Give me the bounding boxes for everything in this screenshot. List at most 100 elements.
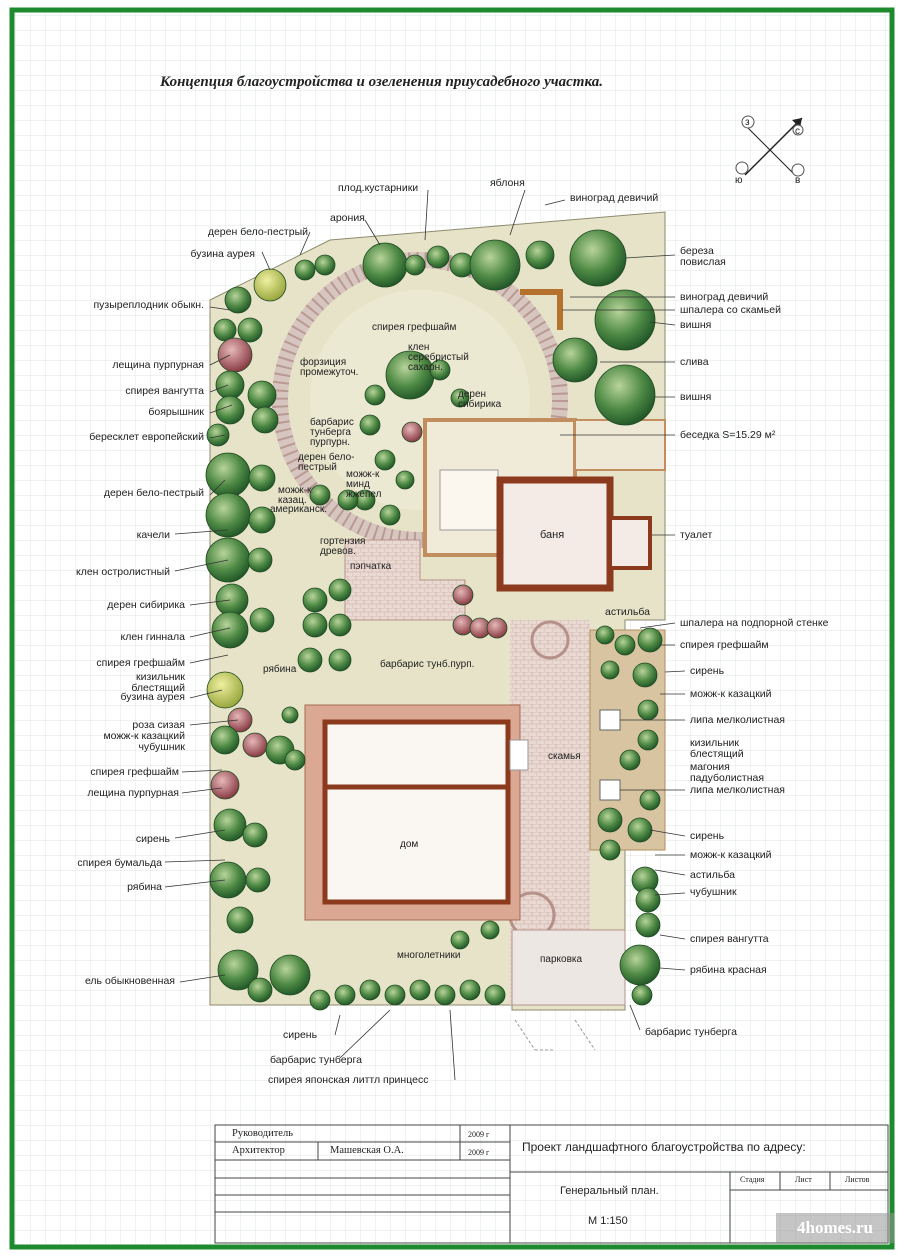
- label-left-3: пузыреплодник обыкн.: [93, 299, 204, 311]
- leader-line: [509, 189, 526, 236]
- leader-line: [189, 599, 231, 606]
- tree-canopy: [281, 706, 299, 724]
- tree-canopy: [364, 384, 386, 406]
- label-left-14: кизильник блестящий: [131, 671, 185, 694]
- leader-line: [659, 934, 686, 940]
- leader-line: [209, 434, 226, 439]
- tree-canopy: [404, 254, 426, 276]
- label-right-1: береза повислая: [680, 245, 726, 268]
- trellis-bench: [520, 289, 563, 330]
- tree-canopy: [209, 861, 247, 899]
- tree-canopy: [597, 807, 623, 833]
- tree-canopy: [639, 789, 661, 811]
- tree-canopy: [459, 979, 481, 1001]
- tree-canopy: [224, 286, 252, 314]
- purple-shrub: [401, 421, 423, 443]
- leader-line: [639, 622, 676, 629]
- label-left-19: спирея грефшайм: [90, 766, 179, 778]
- leader-line: [624, 254, 676, 259]
- stamp-name-2: Машевская О.А.: [330, 1145, 404, 1156]
- gazebo-table: [439, 469, 499, 531]
- tree-canopy: [215, 395, 245, 425]
- label-left-23: рябина: [127, 881, 162, 893]
- label-right-16: магония падуболистная: [690, 761, 765, 784]
- leader-line: [209, 354, 231, 366]
- leader-line: [189, 689, 223, 699]
- label-left-8: дерен бело-пестрый: [103, 487, 204, 499]
- tree-canopy: [484, 984, 506, 1006]
- watermark: 4homes.ru: [776, 1213, 894, 1243]
- parking-area: [511, 929, 626, 1006]
- tree-canopy: [627, 817, 653, 843]
- leader-line: [164, 879, 226, 888]
- planting-trees: [205, 229, 663, 1011]
- tree-canopy: [211, 611, 249, 649]
- stamp-year-1: 2009 г: [468, 1130, 490, 1139]
- inner-forzitsia: форзиция промежуточ.: [300, 357, 359, 378]
- tree-canopy: [619, 749, 641, 771]
- label-top-3: яблоня: [490, 177, 525, 189]
- tree-canopy: [599, 839, 621, 861]
- label-left-6: боярышник: [148, 406, 204, 418]
- tree-canopy: [247, 977, 273, 1003]
- leader-line: [424, 189, 429, 241]
- label-right-20: астильба: [690, 869, 735, 881]
- inner-mozh-mind: можж-к минд жжепел: [346, 469, 382, 500]
- label-right-6: вишня: [680, 391, 712, 403]
- tree-canopy: [594, 289, 656, 351]
- tree-canopy: [302, 587, 328, 613]
- tree-canopy: [384, 984, 406, 1006]
- stamp-role-2: Архитектор: [232, 1145, 285, 1156]
- tree-canopy: [450, 930, 470, 950]
- inner-spireya: спирея грефшайм: [372, 322, 457, 333]
- inner-barbaris: барбарис тунберга пурпурн.: [310, 417, 354, 448]
- compass-north: с: [795, 126, 800, 137]
- tree-canopy: [251, 406, 279, 434]
- label-left-1: дерен бело-пестрый: [207, 226, 308, 238]
- tree-canopy: [635, 912, 661, 938]
- leader-line: [649, 829, 686, 837]
- tree-canopy: [210, 725, 240, 755]
- tree-canopy: [215, 370, 245, 400]
- tree-canopy: [302, 612, 328, 638]
- stamp-year-2: 2009 г: [468, 1148, 490, 1157]
- tree-canopy: [314, 254, 336, 276]
- tree-canopy: [619, 944, 661, 986]
- leader-line: [299, 231, 311, 256]
- leader-line: [659, 967, 686, 971]
- tree-canopy: [328, 613, 352, 637]
- tree-canopy: [637, 627, 663, 653]
- tree-canopy: [205, 452, 251, 498]
- tree-canopy: [328, 578, 352, 602]
- leader-line: [164, 859, 226, 863]
- compass-rose: [735, 115, 805, 177]
- inner-klen: клен серебристый сахарн.: [408, 342, 469, 373]
- label-left-9: качели: [136, 529, 170, 541]
- tree-canopy: [637, 699, 659, 721]
- inner-deren-bp: дерен бело-пестрый: [298, 452, 355, 473]
- label-left-12: клен гиннала: [120, 631, 186, 643]
- tree-canopy: [637, 729, 659, 751]
- leader-line: [654, 892, 686, 896]
- stamp-col-sheets: Листов: [845, 1175, 870, 1184]
- tree-canopy: [309, 989, 331, 1011]
- label-right-8: туалет: [680, 529, 713, 541]
- house-building: [322, 719, 511, 905]
- label-right-15: кизильник блестящий: [690, 737, 744, 760]
- stamp-role-1: Руководитель: [232, 1128, 293, 1139]
- tree-canopy: [635, 887, 661, 913]
- leader-line: [654, 869, 686, 876]
- tree-canopy: [248, 506, 276, 534]
- inner-dom: дом: [400, 839, 419, 850]
- purple-shrub: [242, 732, 268, 758]
- tree-canopy: [379, 504, 401, 526]
- inner-gortenzia: гортензия древов.: [320, 536, 366, 557]
- tree-canopy: [480, 920, 500, 940]
- label-top-2: арония: [330, 212, 365, 224]
- label-left-15: бузина аурея: [120, 691, 186, 703]
- label-bottom-3: спирея японская литтл принцесс: [268, 1074, 429, 1086]
- tree-canopy: [309, 484, 331, 506]
- yellow-shrub: [253, 268, 287, 302]
- purple-shrub: [486, 617, 508, 639]
